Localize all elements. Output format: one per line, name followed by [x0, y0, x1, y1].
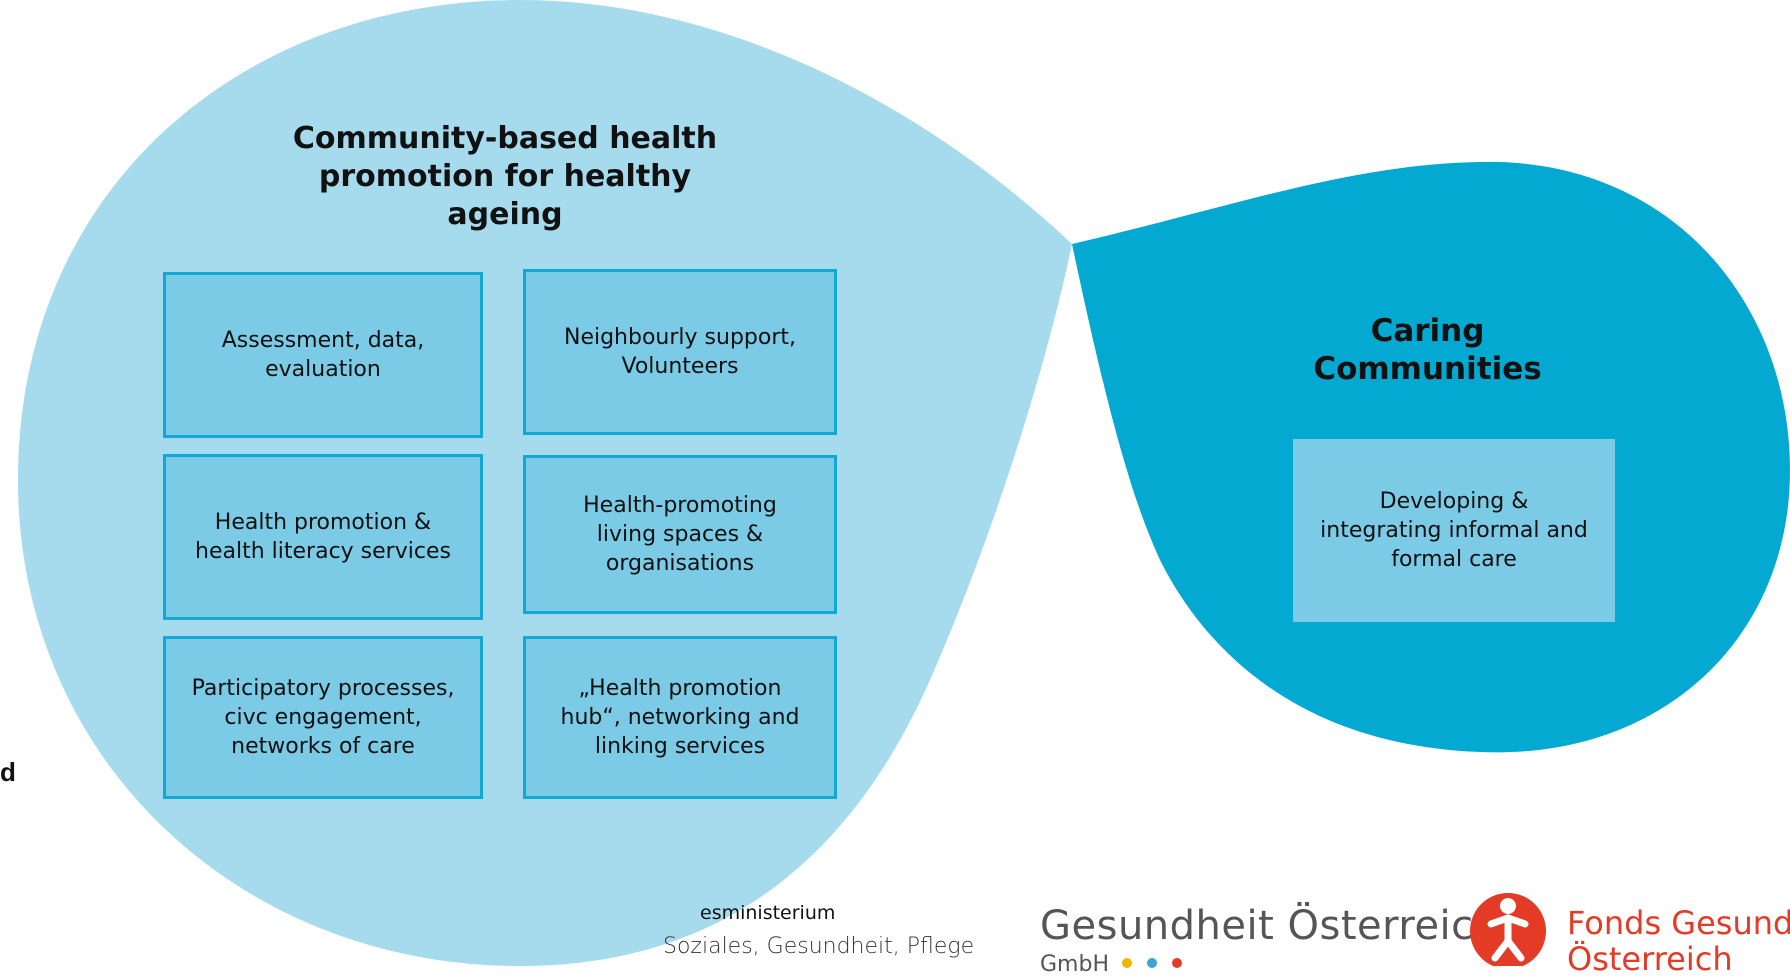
box-participatory-processes: Participatory processes, civc engagement…	[163, 636, 483, 799]
ministry-logo-line1: esministerium	[700, 902, 836, 924]
caring-communities-title: Caring Communities	[1313, 313, 1542, 387]
goeg-dot-yellow	[1122, 958, 1132, 968]
goeg-dot-red	[1172, 958, 1182, 968]
goeg-logo-suffix: GmbH	[1040, 952, 1109, 977]
box-neighbourly-support: Neighbourly support, Volunteers	[523, 269, 837, 435]
box-living-spaces: Health-promoting living spaces & organis…	[523, 455, 837, 614]
box-health-literacy: Health promotion & health literacy servi…	[163, 454, 483, 620]
goeg-dot-blue	[1147, 958, 1157, 968]
goeg-logo-name: Gesundheit Österreich	[1040, 903, 1500, 949]
fgoe-logo-icon	[1470, 893, 1546, 966]
box-assessment: Assessment, data, evaluation	[163, 272, 483, 438]
community-health-title: Community-based health promotion for hea…	[292, 121, 718, 232]
fgoe-logo-line1: Fonds Gesundes	[1567, 904, 1790, 942]
partial-left-text: d	[0, 757, 16, 787]
fgoe-logo-line2: Österreich	[1567, 940, 1733, 978]
box-health-promotion-hub: „Health promotion hub“, networking and l…	[523, 636, 837, 799]
box-informal-formal-care: Developing & integrating informal and fo…	[1293, 439, 1615, 622]
ministry-logo-line2: Soziales, Gesundheit, Pflege	[663, 934, 975, 959]
